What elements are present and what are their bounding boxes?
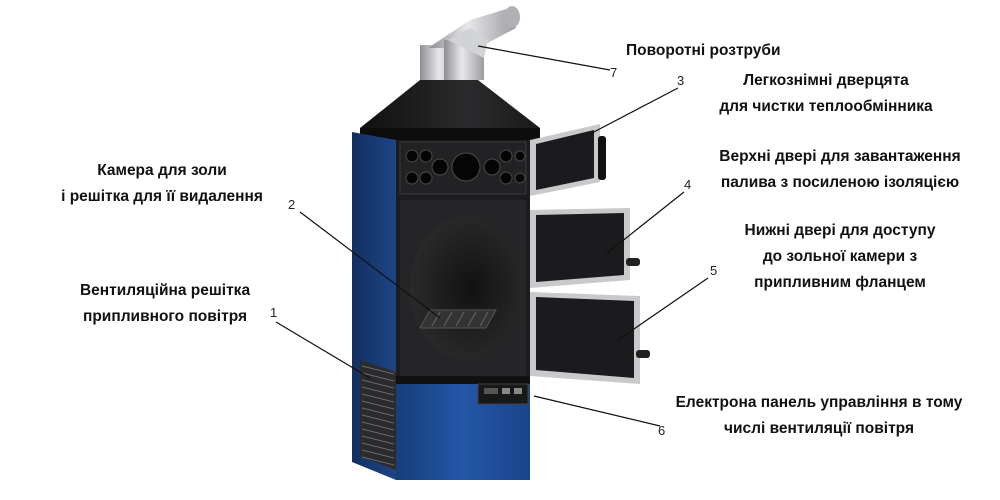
caption-ash-chamber: Камера для золи і решітка для її видален… bbox=[32, 158, 292, 210]
caption-control-panel: Електрона панель управління в тому числі… bbox=[658, 390, 980, 442]
caption-lower-door: Нижні двері для доступу до зольної камер… bbox=[720, 218, 960, 296]
caption-swivel-sockets: Поворотні розтруби bbox=[626, 38, 781, 64]
heat-exchanger-hole bbox=[406, 150, 418, 162]
lower-ash-door bbox=[530, 292, 650, 384]
heat-exchanger-hole bbox=[515, 151, 525, 161]
heat-exchanger-hole bbox=[515, 173, 525, 183]
callout-1: 1 bbox=[270, 306, 277, 320]
heat-exchanger-hole bbox=[420, 150, 432, 162]
heat-exchanger-hole bbox=[420, 172, 432, 184]
heat-exchanger-door bbox=[530, 124, 606, 196]
caption-upper-door: Верхні двері для завантаження палива з п… bbox=[700, 144, 980, 196]
heat-exchanger-hole bbox=[406, 172, 418, 184]
upper-loading-door bbox=[530, 208, 640, 288]
swivel-sockets bbox=[420, 6, 520, 85]
caption-heat-exchanger-doors: Легкознімні дверцята для чистки теплообм… bbox=[696, 68, 956, 120]
heat-exchanger-hole bbox=[500, 150, 512, 162]
ash-grate bbox=[420, 310, 496, 328]
control-panel bbox=[478, 384, 528, 404]
callout-5: 5 bbox=[710, 264, 717, 278]
callout-4: 4 bbox=[684, 178, 691, 192]
heat-exchanger-hole bbox=[500, 172, 512, 184]
heat-exchanger-hole bbox=[452, 153, 480, 181]
caption-vent-grille: Вентиляційна решітка припливного повітря bbox=[60, 278, 270, 330]
heat-exchanger-hole bbox=[484, 159, 500, 175]
callout-7: 7 bbox=[610, 66, 617, 80]
heat-exchanger-hole bbox=[432, 159, 448, 175]
callout-3: 3 bbox=[677, 74, 684, 88]
ash-chamber bbox=[410, 216, 522, 360]
